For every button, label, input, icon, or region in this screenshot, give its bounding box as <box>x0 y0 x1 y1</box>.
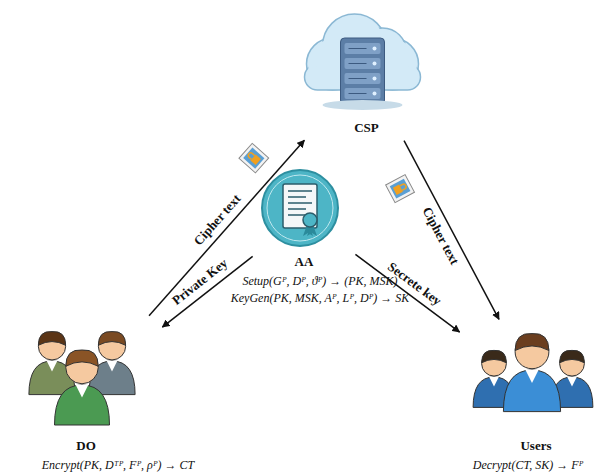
node-label: DO <box>12 438 160 454</box>
encrypted-file-icon <box>386 175 415 203</box>
node-icon <box>12 318 152 436</box>
cloud-server-node: CSP <box>300 2 433 138</box>
edge-label: Cipher text <box>191 191 245 249</box>
algorithm-formula: Decrypt(CT, SK) → Fᴾ <box>473 458 583 473</box>
user-group-node: DO <box>12 318 160 456</box>
node-label: Users <box>462 438 606 454</box>
encrypted-file-icon <box>239 143 269 173</box>
node-label: AA <box>255 254 353 270</box>
authority-badge-node: AA <box>255 160 353 272</box>
algorithm-formula: Setup(Gᴾ, Dᴾ, ϑᴾ) → (PK, MSK) <box>242 274 397 289</box>
node-icon <box>462 322 602 436</box>
node-label: CSP <box>300 120 433 136</box>
algorithm-formula: Encrypt(PK, Dᵀᴾ, Fᴾ, ρᴾ) → CT <box>42 458 194 473</box>
node-icon <box>300 2 425 118</box>
algorithm-formula: KeyGen(PK, MSK, Aᴾ, Lᴾ, Dᴾ) → SK <box>231 291 409 306</box>
node-icon <box>255 160 345 252</box>
user-group-node: Users <box>462 322 606 456</box>
edge-label: Cipher text <box>419 204 463 267</box>
